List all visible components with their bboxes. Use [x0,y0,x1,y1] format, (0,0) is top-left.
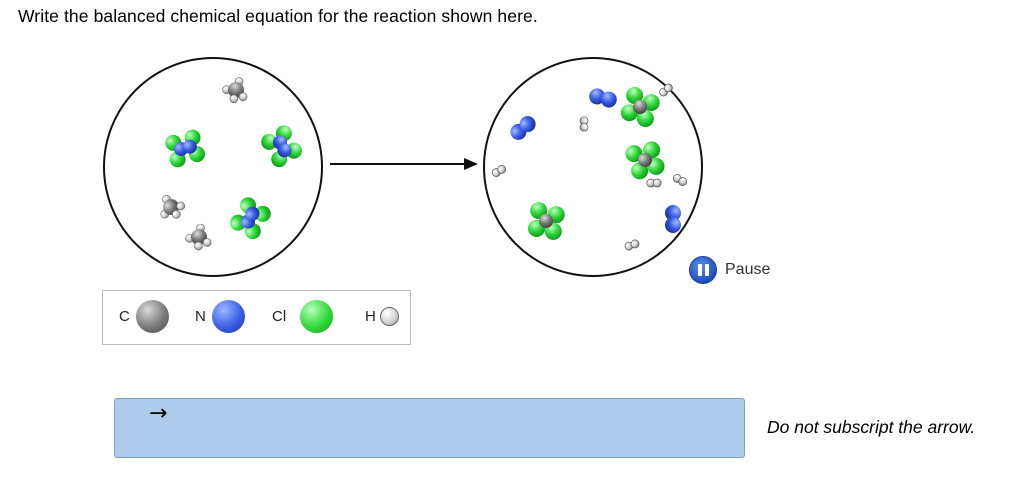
hydrogen-molecule [579,116,589,132]
question-prompt: Write the balanced chemical equation for… [18,6,538,26]
legend-item-carbon: C [119,300,169,333]
legend-symbol: Cl [272,308,287,325]
carbon-atom-icon [135,300,169,333]
hydrogen-molecule [646,178,662,188]
legend-symbol: C [119,308,130,325]
reaction-arrowhead [464,158,478,170]
reactants-container [103,57,323,277]
hydrogen-atom-icon [379,307,399,326]
legend-symbol: H [365,308,376,325]
chlorine-atom-icon [300,300,334,333]
legend-item-chlorine: Cl [272,300,334,333]
pause-icon[interactable] [689,256,717,284]
equation-answer-field[interactable]: → [114,398,745,458]
instruction-note: Do not subscript the arrow. [767,417,976,437]
pause-label: Pause [725,261,771,278]
legend-symbol: N [195,308,206,325]
legend-item-hydrogen: H [365,307,399,326]
atom-legend: C N Cl H [102,290,411,345]
pause-button[interactable]: Pause [689,256,770,284]
legend-item-nitrogen: N [195,300,245,333]
reaction-arrow-symbol: → [149,401,168,426]
nitrogen-atom-icon [211,300,245,333]
